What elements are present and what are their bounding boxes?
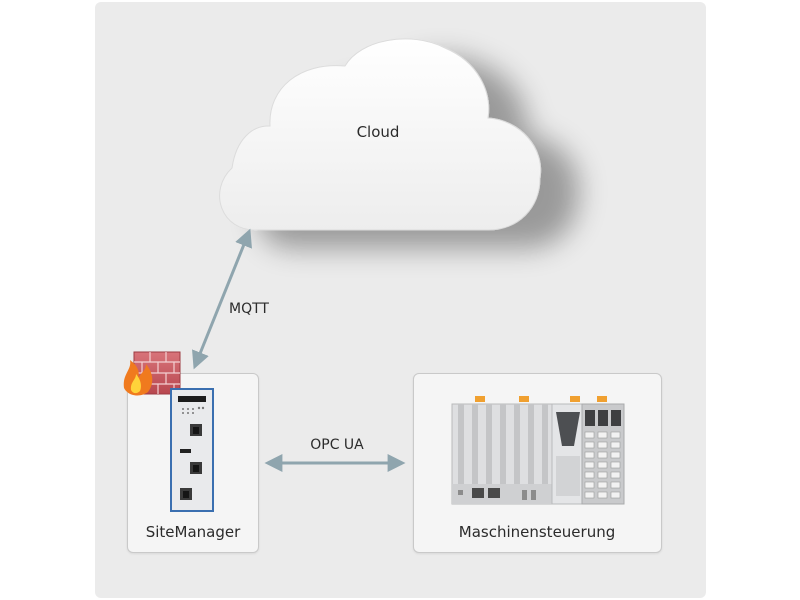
cloud-shape — [219, 38, 542, 231]
sitemanager-label: SiteManager — [145, 523, 241, 541]
router-device-icon — [170, 388, 214, 512]
mqtt-label: MQTT — [229, 301, 269, 317]
firewall-icon — [123, 351, 181, 396]
controller-label: Maschinensteuerung — [458, 523, 616, 541]
mqtt-arrow — [192, 228, 252, 370]
opcua-label: OPC UA — [310, 437, 364, 453]
plc-controller-icon — [451, 396, 625, 505]
cloud-label: Cloud — [356, 123, 400, 141]
